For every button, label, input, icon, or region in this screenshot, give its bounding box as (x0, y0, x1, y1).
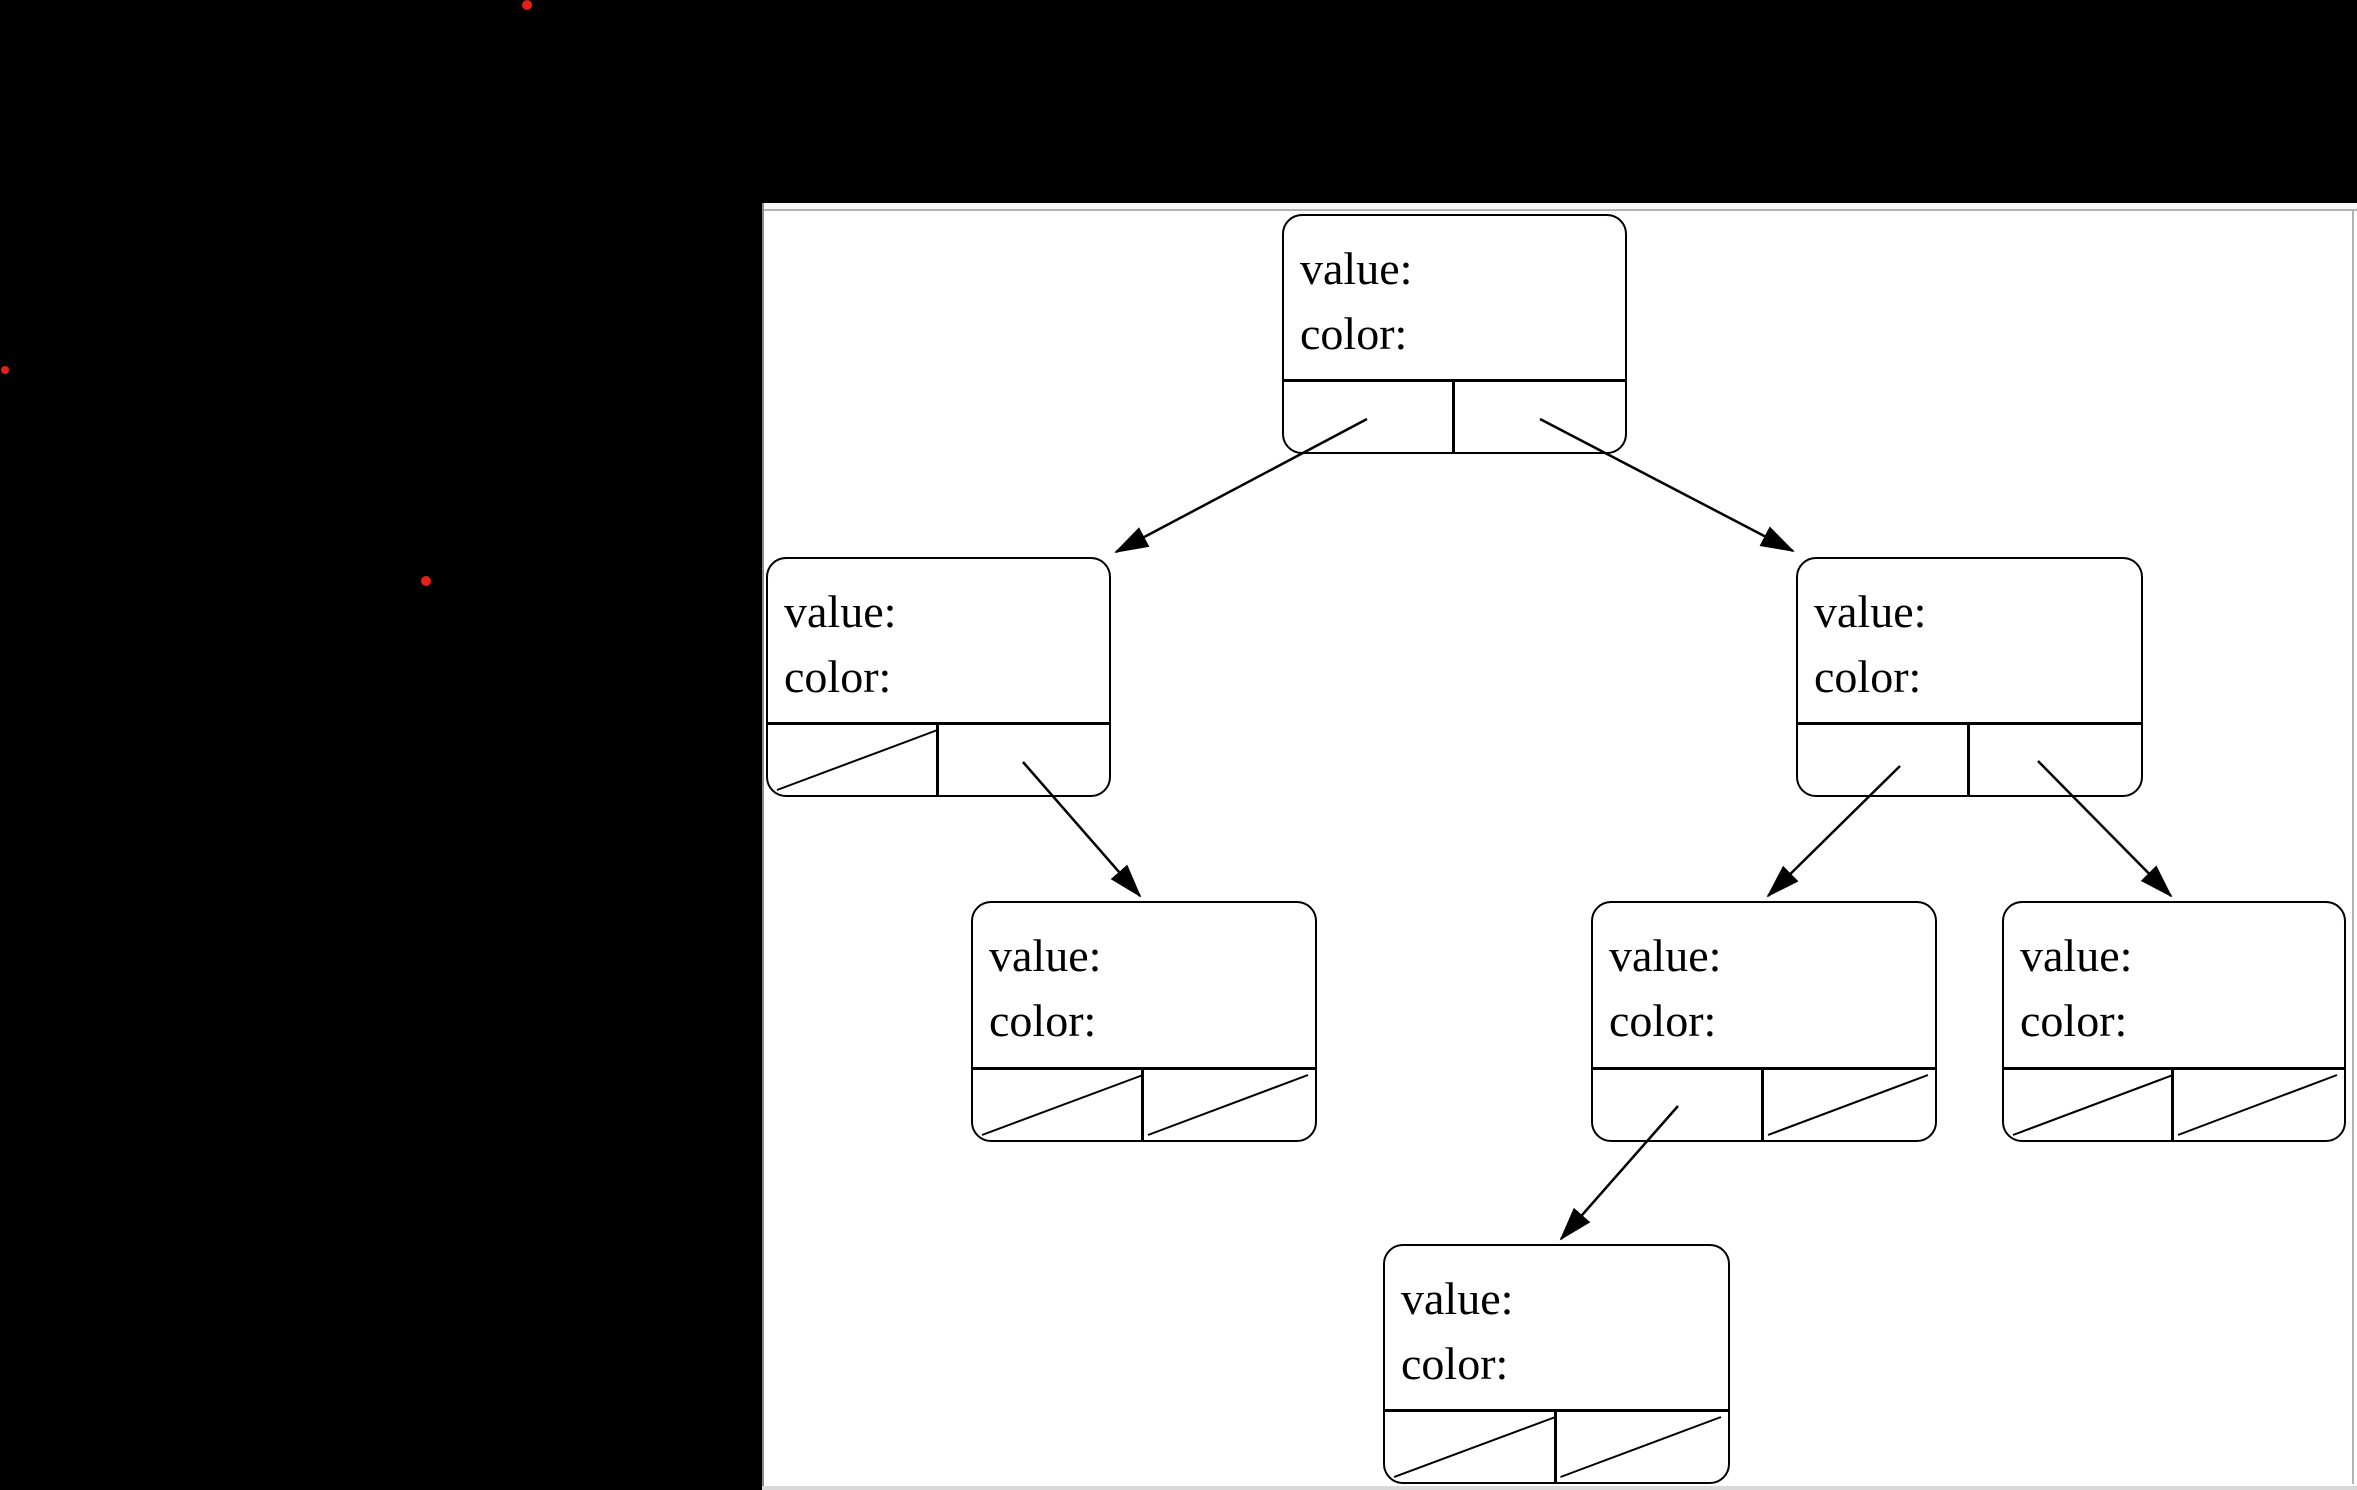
tree-node-right-right-child: value: color: (2002, 901, 2346, 1142)
node-right-pointer-cell (2174, 1070, 2344, 1140)
node-pointer-row (2004, 1067, 2344, 1140)
node-fields: value: color: (768, 559, 1109, 709)
node-color-label: color: (1609, 995, 1717, 1046)
node-fields: value: color: (2004, 903, 2344, 1053)
node-color-label: color: (1300, 308, 1408, 359)
tree-node-root: value: color: (1282, 214, 1627, 454)
node-left-pointer-cell (1593, 1070, 1764, 1140)
node-color-label: color: (1814, 651, 1922, 702)
node-left-pointer-cell (1798, 725, 1970, 795)
red-cursor-marker-3 (421, 576, 431, 586)
node-value-label: value: (2020, 930, 2133, 981)
node-pointer-row (1385, 1409, 1728, 1482)
node-color-label: color: (1401, 1338, 1509, 1389)
tree-node-bottom-child: value: color: (1383, 1244, 1730, 1484)
node-pointer-row (768, 722, 1109, 795)
node-fields: value: color: (1284, 216, 1625, 366)
node-value-label: value: (1609, 930, 1722, 981)
node-value-label: value: (1300, 243, 1413, 294)
page-top-strip (762, 203, 2357, 209)
node-value-label: value: (989, 930, 1102, 981)
node-value-label: value: (1814, 586, 1927, 637)
node-pointer-row (1593, 1067, 1935, 1140)
node-right-pointer-cell (1557, 1412, 1729, 1482)
node-left-pointer-cell (768, 725, 939, 795)
node-fields: value: color: (1798, 559, 2141, 709)
tree-node-right-child: value: color: (1796, 557, 2143, 797)
red-cursor-marker-1 (522, 0, 532, 10)
node-color-label: color: (2020, 995, 2128, 1046)
node-color-label: color: (784, 651, 892, 702)
tree-node-left-right-child: value: color: (971, 901, 1317, 1142)
node-left-pointer-cell (1385, 1412, 1557, 1482)
node-fields: value: color: (973, 903, 1315, 1053)
node-left-pointer-cell (1284, 382, 1455, 452)
node-right-pointer-cell (1144, 1070, 1315, 1140)
node-right-pointer-cell (1455, 382, 1626, 452)
red-cursor-marker-2 (1, 366, 9, 374)
tree-node-left-child: value: color: (766, 557, 1111, 797)
tree-node-right-left-child: value: color: (1591, 901, 1937, 1142)
node-right-pointer-cell (939, 725, 1110, 795)
node-value-label: value: (1401, 1273, 1514, 1324)
node-pointer-row (973, 1067, 1315, 1140)
node-left-pointer-cell (2004, 1070, 2174, 1140)
node-right-pointer-cell (1970, 725, 2142, 795)
node-right-pointer-cell (1764, 1070, 1935, 1140)
node-left-pointer-cell (973, 1070, 1144, 1140)
page-left-border (762, 203, 764, 1490)
node-pointer-row (1798, 722, 2141, 795)
node-value-label: value: (784, 586, 897, 637)
node-fields: value: color: (1385, 1246, 1728, 1396)
node-color-label: color: (989, 995, 1097, 1046)
page-top-border (762, 209, 2357, 211)
node-pointer-row (1284, 379, 1625, 452)
node-fields: value: color: (1593, 903, 1935, 1053)
page-bottom-border (762, 1486, 2357, 1490)
page-right-border (2352, 211, 2354, 1484)
